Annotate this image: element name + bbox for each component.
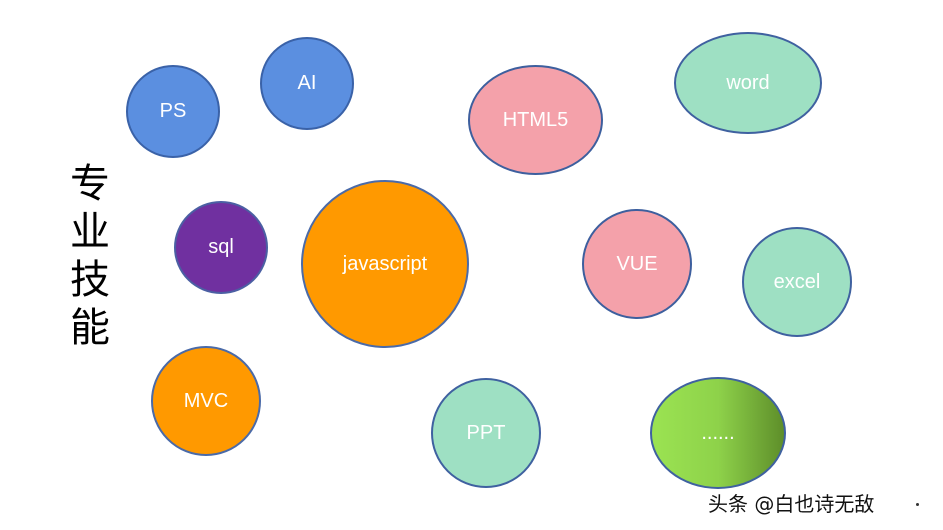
skill-bubble-mvc: MVC [151,346,261,456]
skill-label-ppt: PPT [466,421,506,444]
skill-bubble-word: word [674,32,822,134]
skill-bubble-ai: AI [260,37,354,130]
skill-label-word: word [726,71,770,94]
skill-label-sql: sql [208,236,234,258]
skill-bubble-vue: VUE [582,209,692,319]
skill-bubble-sql: sql [174,201,268,294]
skill-label-excel: excel [773,270,821,293]
skill-label-mvc: MVC [183,389,229,412]
skill-label-ai: AI [297,72,317,94]
watermark-dot [916,503,919,506]
skill-label-html5: HTML5 [502,108,569,131]
skill-bubble-ps: PS [126,65,220,158]
section-title: 专业技能 [70,161,110,351]
skill-label-more: ...... [701,421,735,444]
skill-bubble-more: ...... [650,377,786,489]
skill-label-javascript: javascript [342,252,428,275]
skill-label-ps: PS [159,100,187,122]
skill-bubble-excel: excel [742,227,852,337]
skill-bubble-html5: HTML5 [468,65,603,175]
watermark-text: 头条 @白也诗无敌 [708,492,875,516]
skill-bubble-javascript: javascript [301,180,469,348]
skill-bubble-ppt: PPT [431,378,541,488]
skill-label-vue: VUE [616,252,658,275]
